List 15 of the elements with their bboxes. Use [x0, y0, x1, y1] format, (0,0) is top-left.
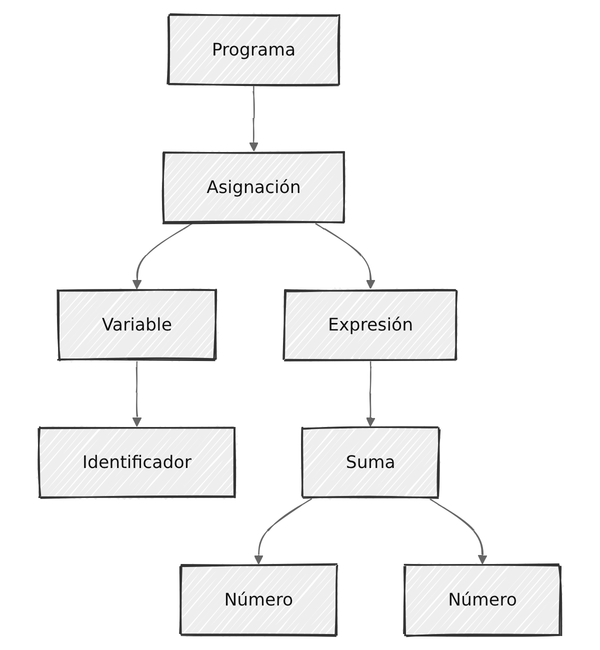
arrow — [132, 222, 193, 290]
node-text: Variable — [102, 314, 172, 335]
node-text: Identificador — [82, 452, 192, 472]
arrow — [314, 222, 376, 290]
node-text: Asignación — [206, 176, 301, 198]
node-text: Expresión — [328, 314, 413, 335]
node-text: Suma — [346, 452, 396, 472]
arrow — [132, 360, 142, 427]
arrow — [254, 498, 312, 564]
arrow — [248, 86, 258, 152]
node-text: Programa — [212, 39, 296, 60]
arrow — [428, 498, 488, 564]
arrow — [366, 360, 376, 427]
node-text: Número — [224, 589, 293, 610]
node-text: Número — [448, 589, 517, 610]
